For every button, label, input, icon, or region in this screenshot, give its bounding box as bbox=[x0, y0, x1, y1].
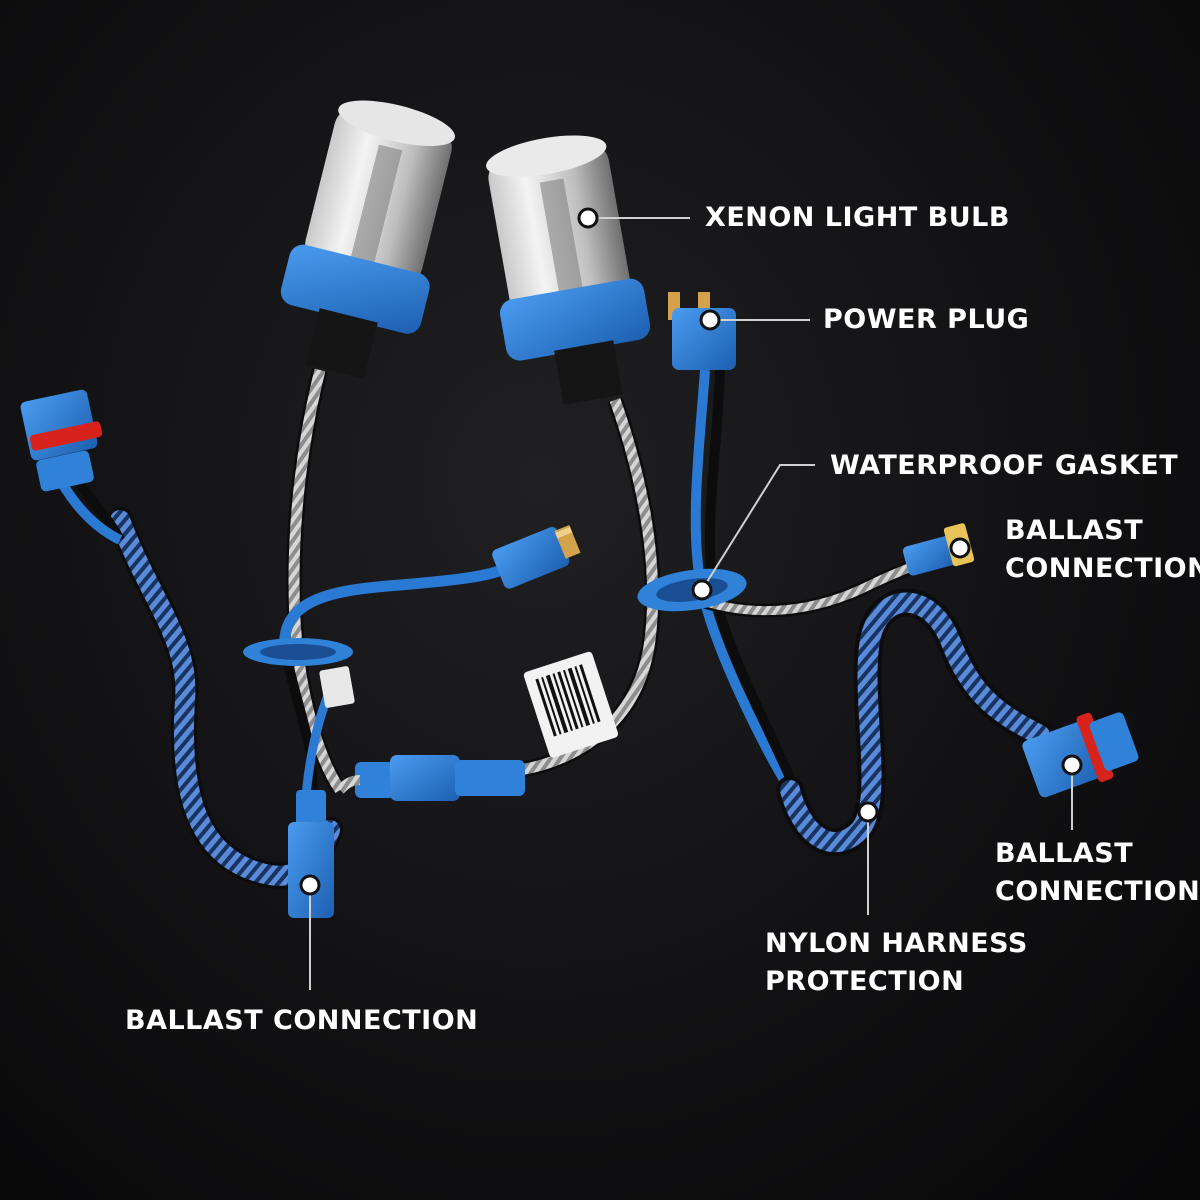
power-plug bbox=[668, 292, 736, 370]
bottom-left-ballast-connector bbox=[288, 790, 334, 918]
right-nylon-harness bbox=[776, 588, 1054, 857]
right-bottom-ballast-connector bbox=[1022, 712, 1139, 798]
marker-bulb bbox=[577, 207, 599, 229]
label-xenon-light-bulb: XENON LIGHT BULB bbox=[705, 202, 1010, 233]
label-ballast-connection-bottom-left: BALLAST CONNECTION bbox=[125, 1005, 479, 1036]
marker-ballast-top bbox=[949, 537, 971, 559]
marker-plug bbox=[699, 309, 721, 331]
marker-ballast-right bbox=[1061, 754, 1083, 776]
left-xenon-bulb bbox=[280, 100, 455, 379]
label-waterproof-gasket: WATERPROOF GASKET bbox=[830, 450, 1179, 481]
label-nylon-harness-protection: NYLON HARNESS PROTECTION bbox=[765, 928, 1028, 997]
small-label-tag bbox=[319, 666, 355, 708]
callout-line-gasket bbox=[701, 464, 815, 591]
middle-power-plug bbox=[492, 524, 581, 589]
left-ballast-connector bbox=[20, 389, 103, 492]
right-xenon-bulb bbox=[486, 135, 651, 405]
marker-nylon bbox=[857, 801, 879, 823]
marker-gasket bbox=[691, 579, 713, 601]
middle-inline-connector bbox=[355, 755, 525, 801]
label-ballast-connection-right-top: BALLAST CONNECTION bbox=[1005, 515, 1200, 584]
label-power-plug: POWER PLUG bbox=[823, 304, 1030, 335]
marker-ballast-left bbox=[299, 874, 321, 896]
left-waterproof-gasket bbox=[243, 638, 353, 666]
label-ballast-connection-right-bottom: BALLAST CONNECTION bbox=[995, 838, 1200, 907]
barcode-tag bbox=[523, 651, 619, 758]
